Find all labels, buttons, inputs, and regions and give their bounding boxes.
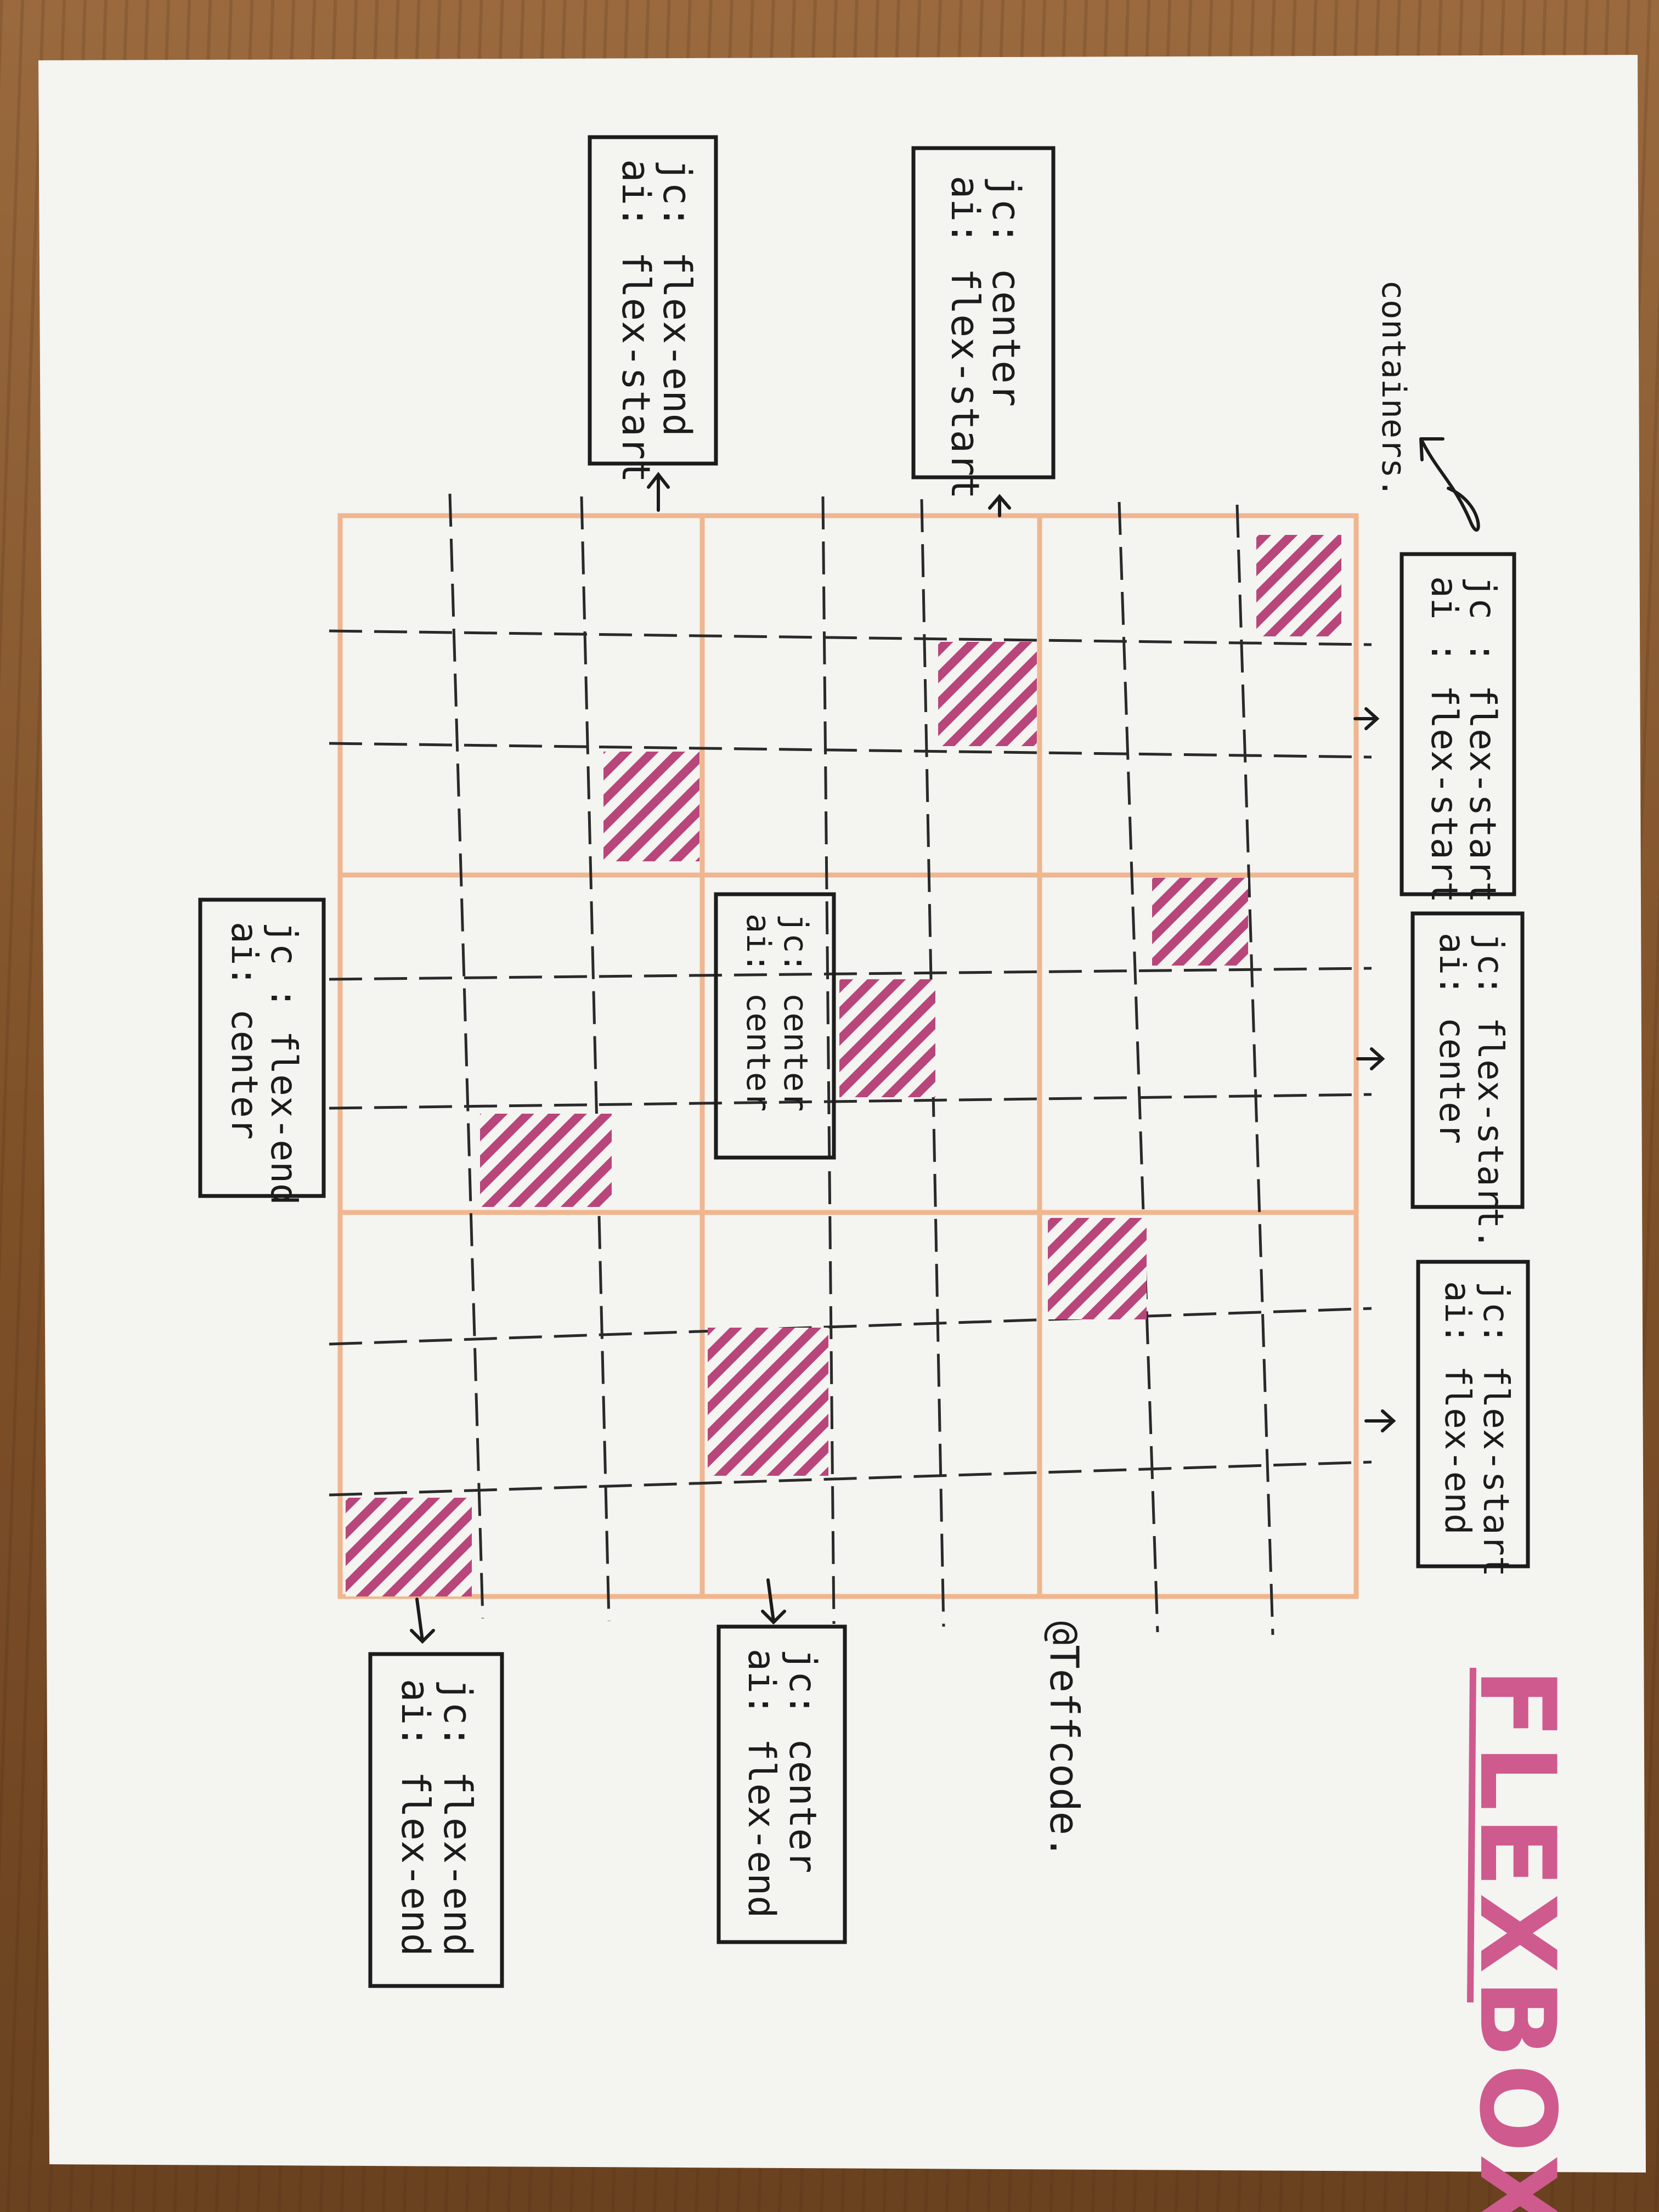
label-jc-flex-end-ai-flex-start: jc: flex-end ai: flex-start [588, 135, 718, 483]
arrow-right-top [1353, 707, 1380, 730]
item-center-center [839, 979, 935, 1097]
label-jc-flex-end-ai-center: jc : flex-end ai: center [198, 898, 326, 1227]
label-jc-flex-end-ai-flex-end: jc: flex-end ai: flex-end [368, 1652, 504, 1988]
item-center-flex-start [938, 642, 1037, 746]
cell-guides [329, 493, 1372, 1635]
arrow-bottom-left [410, 1598, 435, 1644]
item-flex-start-center [1152, 878, 1248, 966]
item-flex-start-flex-end [1048, 1218, 1147, 1319]
svg-text:jc: center ai: flex-end: jc: center ai: flex-end [740, 1649, 824, 1918]
svg-text:jc: center ai: flex-star: jc: center ai: flex-start [943, 176, 1029, 499]
label-jc-flex-start-ai-flex-start: jc : flex-start ai : flex-start [1400, 552, 1516, 925]
arrows [410, 437, 1480, 1644]
arrow-top-center [988, 494, 1011, 517]
svg-text:jc: center ai: center: jc: center ai: center [739, 913, 815, 1131]
flex-items [346, 535, 1341, 1596]
svg-text:jc: flex-start. ai: cent: jc: flex-start. ai: center [1431, 933, 1510, 1271]
label-jc-flex-start-ai-flex-end: jc: flex-start ai: flex-end [1416, 1260, 1530, 1598]
label-jc-flex-start-ai-center: jc: flex-start. ai: center [1410, 911, 1525, 1271]
svg-text:jc: flex-end ai: flex-st: jc: flex-end ai: flex-start [613, 159, 699, 483]
credit-label: @Teffcode. [1041, 1621, 1087, 1859]
svg-text:jc: flex-start ai: flex-: jc: flex-start ai: flex-end [1437, 1281, 1516, 1598]
label-jc-center-ai-flex-start: jc: center ai: flex-start [911, 146, 1056, 499]
item-flex-end-center [480, 1114, 612, 1207]
flexbox-title: FLEXBOX [1457, 1667, 1578, 2212]
container-grid [337, 513, 1359, 1599]
svg-text:jc : flex-start ai : fle: jc : flex-start ai : flex-start [1423, 576, 1504, 925]
arrow-bottom-center [761, 1578, 786, 1625]
arrow-top-left [647, 472, 670, 512]
paper-sheet [38, 55, 1646, 2172]
label-jc-center-ai-center: jc: center ai: center [714, 892, 836, 1160]
item-center-flex-end [708, 1328, 828, 1476]
svg-text:jc : flex-end ai: center: jc : flex-end ai: center [223, 922, 305, 1227]
arrow-right-bottom [1364, 1409, 1396, 1432]
item-flex-start-flex-start [1256, 535, 1341, 636]
item-flex-end-flex-end [346, 1498, 472, 1596]
label-jc-center-ai-flex-end: jc: center ai: flex-end [716, 1624, 847, 1944]
arrow-right-mid [1356, 1047, 1385, 1070]
item-flex-end-flex-start [603, 752, 699, 861]
containers-label: containers. [1374, 280, 1413, 498]
svg-text:FLEXBOX: FLEXBOX [1457, 1668, 1578, 2212]
svg-text:jc: flex-end ai: flex-en: jc: flex-end ai: flex-end [393, 1679, 480, 1979]
arrow-containers [1419, 437, 1480, 532]
